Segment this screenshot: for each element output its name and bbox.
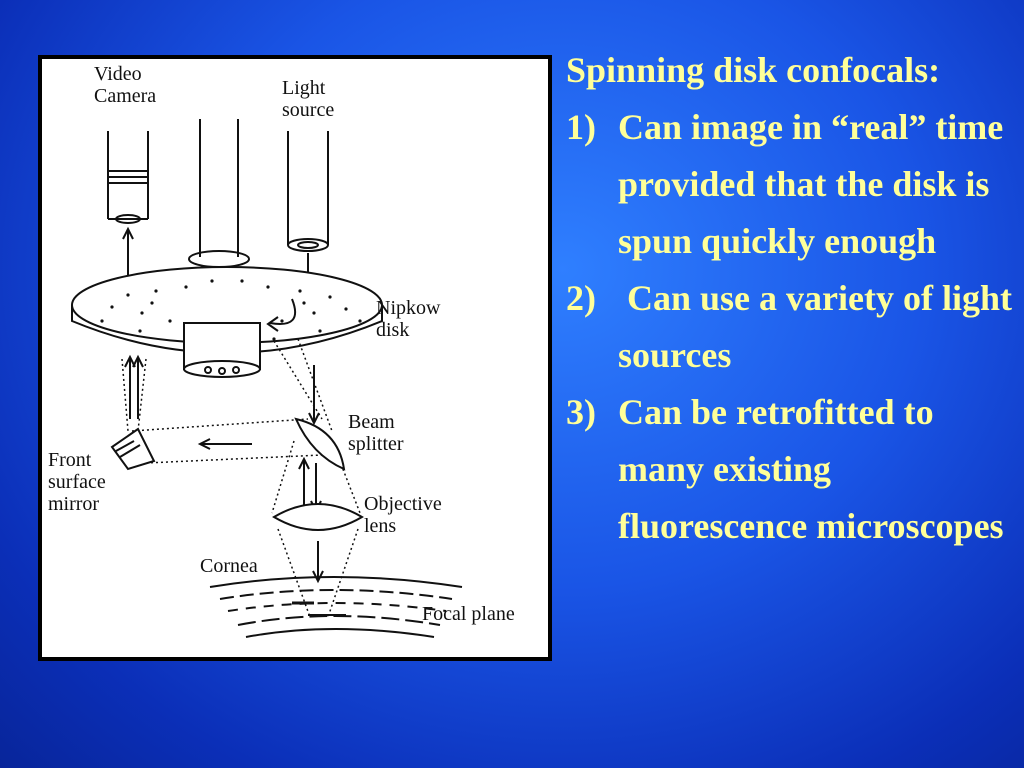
light-source-label: Light source: [282, 77, 335, 121]
beam-splitter-icon: [294, 417, 346, 471]
spinning-disk-diagram: [71, 119, 463, 638]
list-item: 1) Can image in “real” time provided tha…: [566, 99, 1016, 270]
heading: Spinning disk confocals:: [566, 50, 941, 90]
objective-lens-icon: [272, 503, 364, 531]
front-surface-mirror-icon: [110, 427, 156, 471]
list-item-number: 2): [566, 278, 596, 318]
list-item-text: Can image in “real” time provided that t…: [618, 107, 1004, 261]
list-item-text: Can be retrofitted to many existing fluo…: [618, 392, 1004, 546]
video-camera-icon: [107, 131, 149, 224]
video-camera-label: Video Camera: [94, 63, 157, 107]
list-item: 3) Can be retrofitted to many existing f…: [566, 384, 1016, 555]
text-panel: Spinning disk confocals: 1) Can image in…: [566, 42, 1016, 555]
list-item-number: 1): [566, 107, 596, 147]
cornea-label: Cornea: [200, 555, 258, 577]
list-item-number: 3): [566, 392, 596, 432]
nipkow-disk-label: Nipkow disk: [376, 297, 441, 341]
beam-splitter-label: Beam splitter: [348, 411, 404, 455]
front-surface-mirror-label: Front surface mirror: [48, 449, 106, 515]
diagram-figure: Video Camera Light source Nipkow disk Be…: [38, 55, 552, 661]
list-item-text: Can use a variety of light sources: [618, 278, 1021, 375]
light-source-icon: [287, 131, 329, 252]
objective-lens-label: Objective lens: [364, 493, 442, 537]
focal-plane-label: Focal plane: [422, 603, 515, 625]
list-item: 2) Can use a variety of light sources: [566, 270, 1016, 384]
cornea-icon: [209, 576, 463, 638]
